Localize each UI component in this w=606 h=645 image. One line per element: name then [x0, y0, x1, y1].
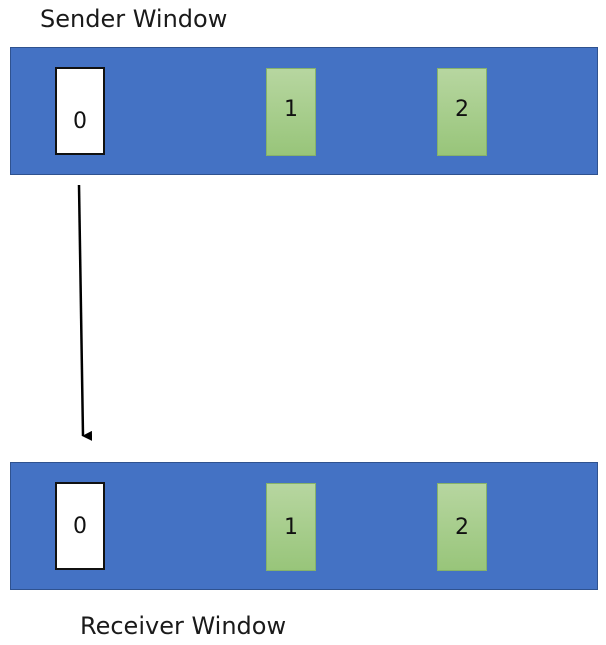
sender-slot-0: 0 [55, 67, 105, 155]
sender-slot-2: 2 [437, 68, 487, 156]
receiver-slot-0: 0 [55, 482, 105, 570]
sender-slot-1-label: 1 [284, 96, 298, 122]
receiver-slot-0-label: 0 [73, 513, 87, 539]
sender-slot-0-label: 0 [73, 108, 87, 134]
sender-slot-2-label: 2 [455, 96, 469, 122]
receiver-slot-1: 1 [266, 483, 316, 571]
receiver-slot-1-label: 1 [284, 514, 298, 540]
receiver-slot-2: 2 [437, 483, 487, 571]
receiver-window-band: 0 1 2 [10, 462, 598, 590]
receiver-window-title: Receiver Window [80, 612, 287, 640]
sender-window-band: 0 1 2 [10, 47, 598, 175]
sender-window-title: Sender Window [40, 5, 228, 33]
sender-slot-1: 1 [266, 68, 316, 156]
arrow-line [77, 184, 93, 441]
receiver-slot-2-label: 2 [455, 514, 469, 540]
